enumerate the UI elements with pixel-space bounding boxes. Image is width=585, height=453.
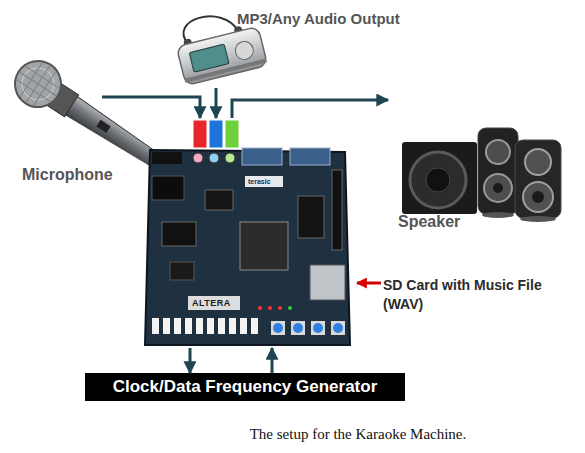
player-screen	[189, 44, 229, 72]
audio-socket	[209, 153, 219, 163]
push-button	[313, 323, 323, 333]
signal-arrow	[271, 348, 274, 373]
chip	[170, 262, 194, 280]
satellite-speaker	[515, 140, 561, 218]
push-button	[333, 323, 343, 333]
fpga-chip	[240, 222, 288, 270]
figure-caption: The setup for the Karaoke Machine.	[230, 426, 486, 443]
generator-box: Clock/Data Frequency Generator	[85, 373, 405, 401]
speaker-node: Speaker	[388, 90, 568, 235]
slide-switch	[240, 318, 247, 334]
serial-connector	[290, 148, 330, 165]
slide-switch	[229, 318, 236, 334]
mic-switch	[96, 120, 110, 133]
audio-socket	[225, 153, 235, 163]
slide-switch	[163, 318, 170, 334]
fpga-board	[145, 148, 350, 345]
mp3-player-node: MP3/Any Audio Output	[178, 18, 268, 88]
subwoofer-box	[402, 142, 477, 214]
board-logo: terasic	[248, 178, 271, 186]
pcb	[145, 150, 350, 345]
logo-plate	[188, 296, 240, 310]
chip	[162, 222, 196, 246]
pin-header	[332, 170, 342, 250]
driver-cap	[493, 183, 503, 193]
device-label: Microphone	[22, 166, 113, 184]
driver	[523, 182, 553, 212]
box-label: Clock/Data Frequency Generator	[85, 373, 405, 401]
player-stripe	[184, 58, 266, 82]
slide-switch	[207, 318, 214, 334]
seven-segment	[152, 176, 184, 200]
slide-switch	[152, 318, 159, 334]
signal-arrow	[188, 348, 191, 373]
green-jack	[225, 120, 239, 148]
leader-arrow	[357, 282, 381, 285]
led	[278, 306, 282, 310]
woofer-cone	[410, 152, 466, 208]
speaker-base	[520, 216, 556, 222]
button-base	[291, 321, 305, 335]
mic-mesh	[8, 54, 69, 115]
device-label: MP3/Any Audio Output	[237, 10, 400, 27]
logo-plate	[245, 176, 283, 187]
slide-switch	[174, 318, 181, 334]
button-base	[311, 321, 325, 335]
device-label: Speaker	[398, 213, 460, 231]
driver	[484, 174, 512, 202]
led	[258, 306, 262, 310]
sd-slot	[310, 265, 345, 300]
push-button	[273, 323, 283, 333]
player-body	[176, 26, 267, 85]
slide-switch	[196, 318, 203, 334]
callout-label: SD Card with Music File (WAV)	[383, 276, 558, 314]
chip	[298, 196, 324, 238]
push-button	[293, 323, 303, 333]
woofer-cap	[426, 168, 450, 192]
power-jack	[152, 152, 182, 164]
led	[288, 306, 292, 310]
slide-switch	[251, 318, 258, 334]
board-node: terasicALTERA SD Card with Music File (WA…	[140, 118, 355, 348]
led	[268, 306, 272, 310]
signal-arrow	[232, 100, 388, 118]
satellite-speaker	[478, 128, 518, 214]
button-base	[271, 321, 285, 335]
blue-jack	[209, 120, 223, 148]
sd-card-node: SD Card with Music File (WAV)	[310, 265, 345, 300]
player-button	[233, 40, 255, 62]
tweeter	[525, 149, 551, 175]
signal-arrow	[102, 97, 200, 118]
mic-head	[6, 52, 70, 116]
slide-switch	[218, 318, 225, 334]
microphone-node: Microphone	[12, 55, 102, 185]
tweeter	[486, 140, 510, 164]
vga-connector	[242, 148, 282, 165]
slide-switch	[185, 318, 192, 334]
red-jack	[193, 120, 207, 148]
button-base	[331, 321, 345, 335]
signal-arrow	[214, 88, 217, 118]
board-logo: ALTERA	[192, 298, 231, 308]
chip	[205, 190, 233, 210]
speaker-set	[402, 128, 561, 222]
speaker-base	[482, 212, 514, 218]
driver-cap	[532, 191, 544, 203]
audio-socket	[193, 153, 203, 163]
